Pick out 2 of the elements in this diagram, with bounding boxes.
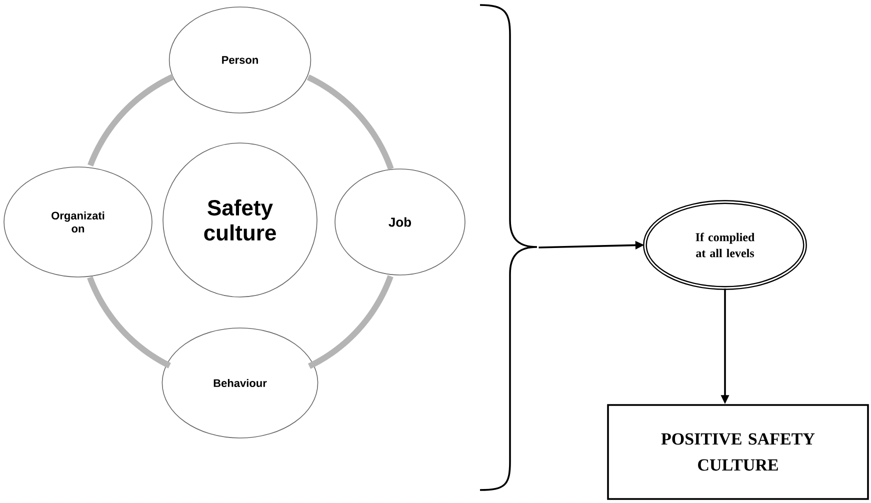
result-box: POSITIVE SAFETY CULTURE (607, 404, 869, 500)
curly-brace (480, 4, 538, 491)
